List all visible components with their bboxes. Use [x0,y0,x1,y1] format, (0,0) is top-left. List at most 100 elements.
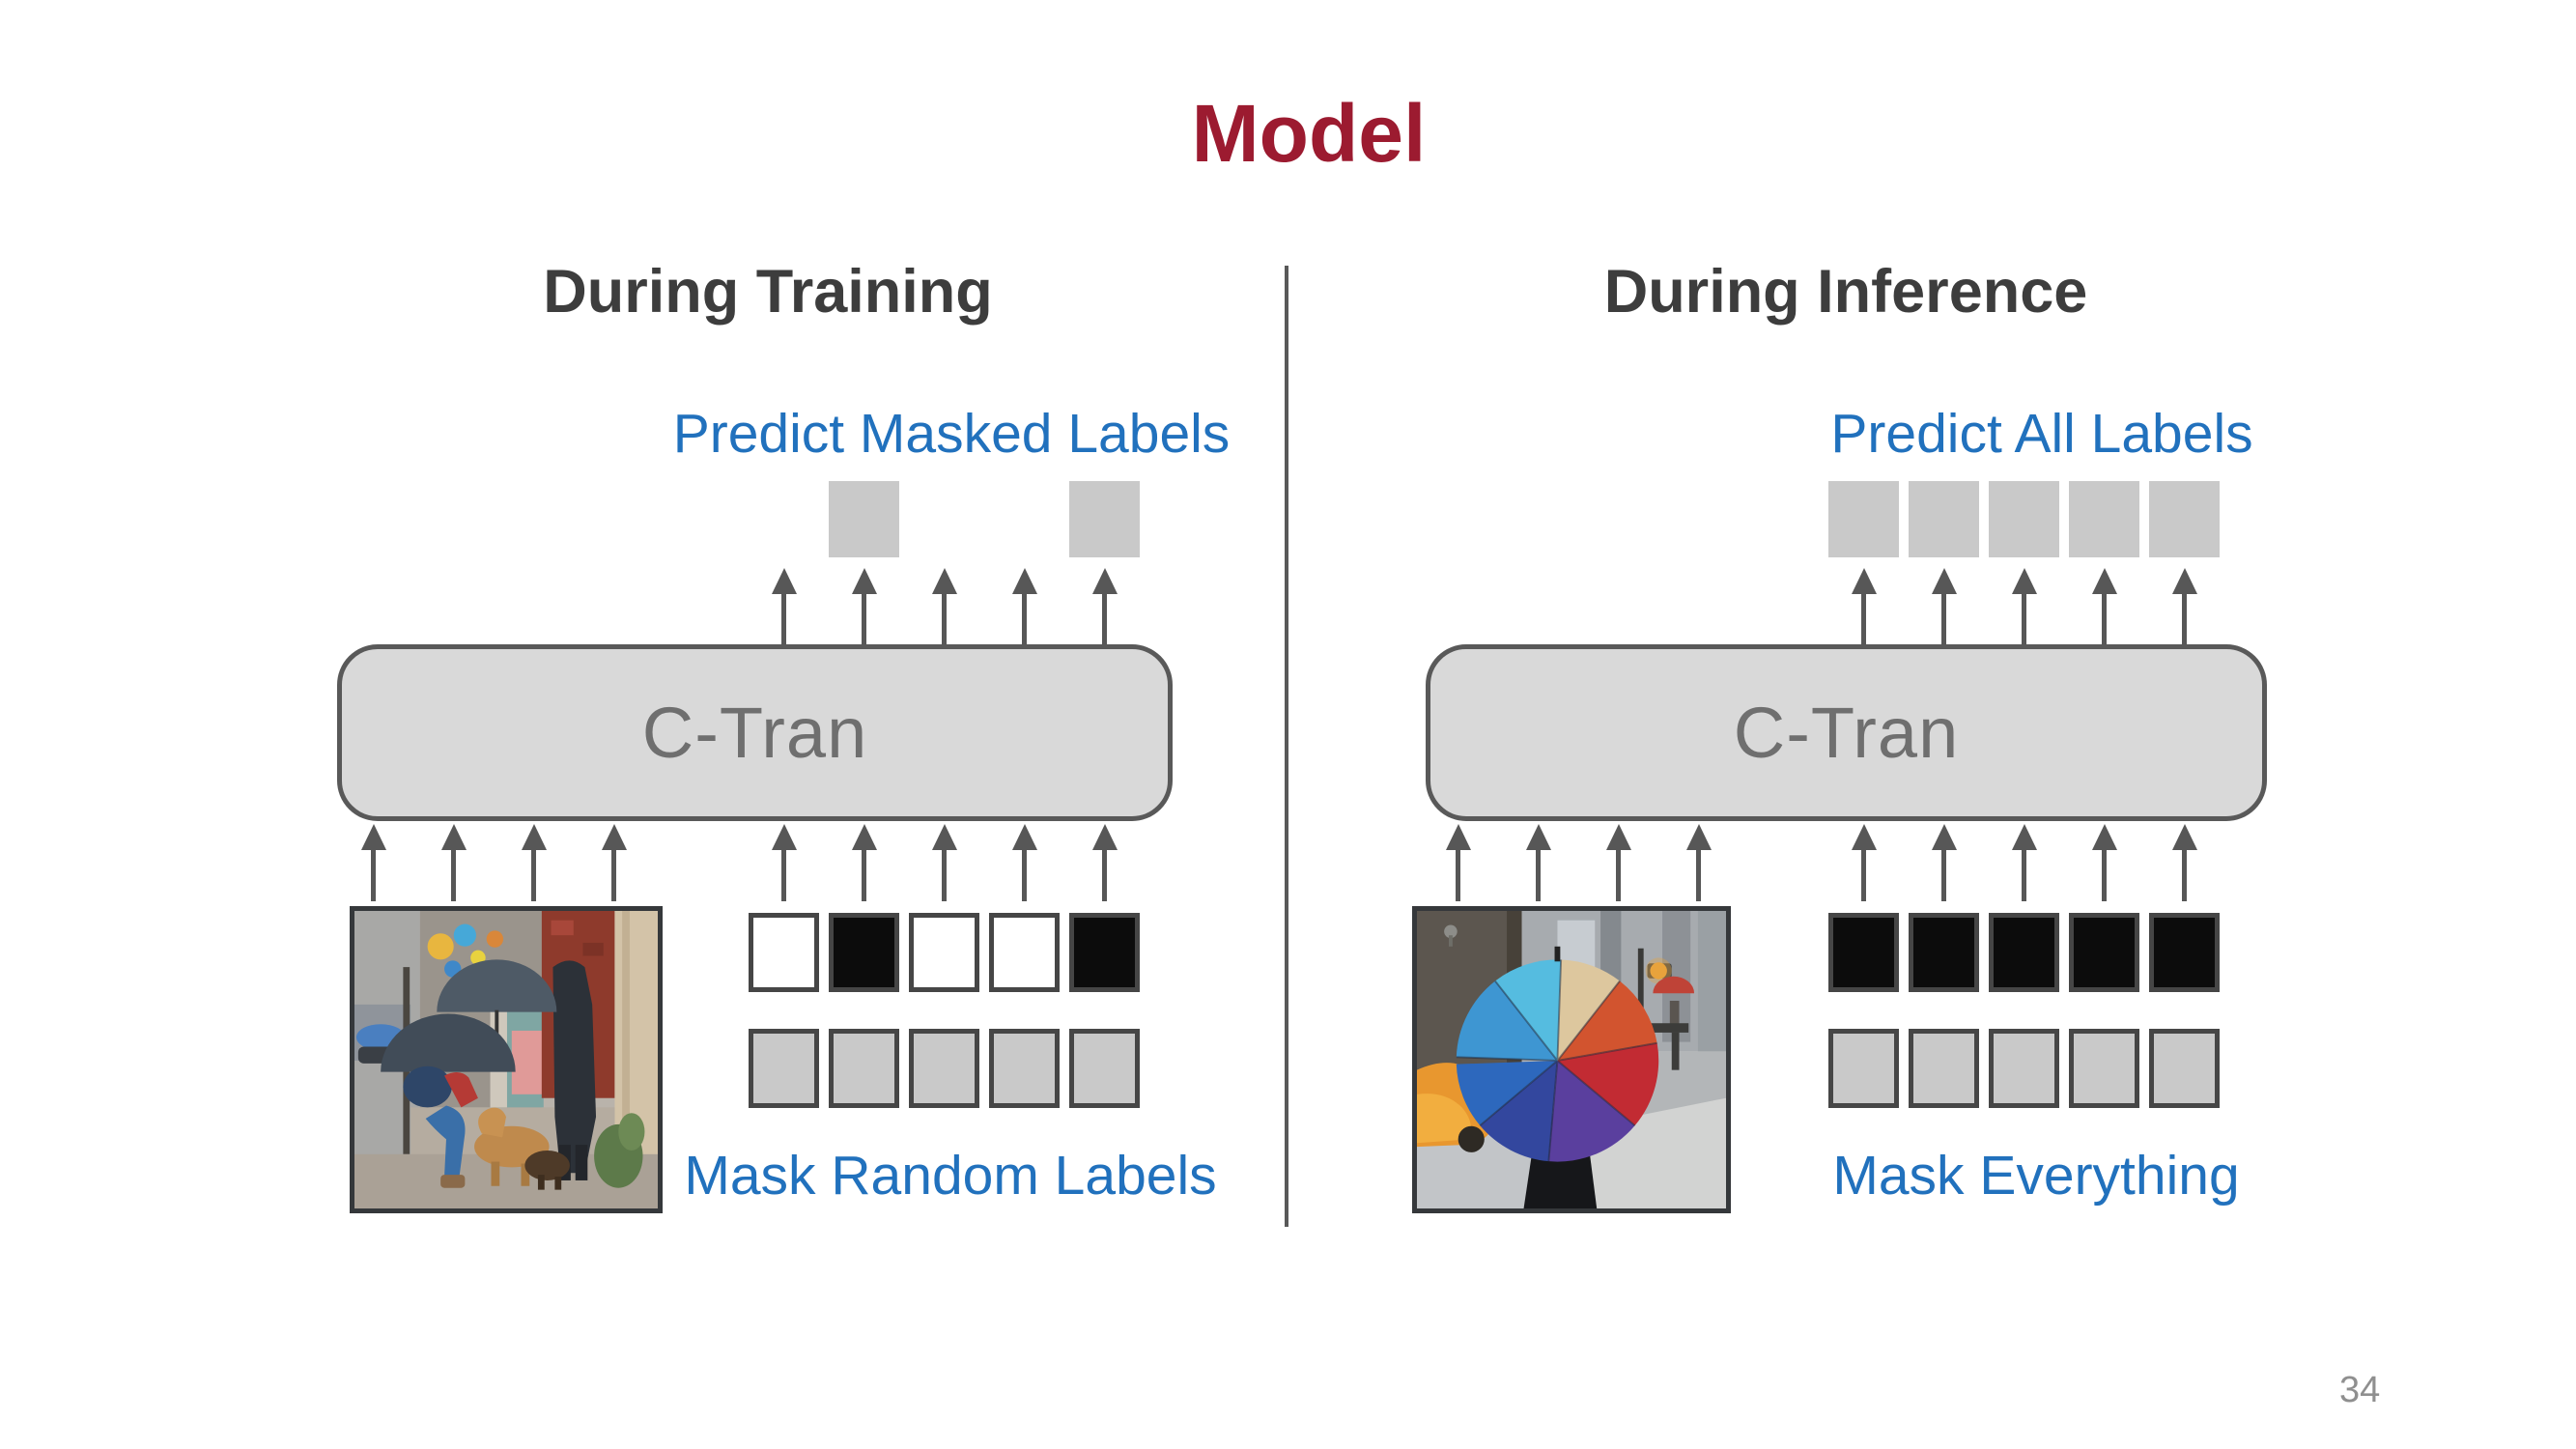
inference-state-tokens-row [1828,1029,2220,1108]
token-cell [829,1029,899,1108]
state-token-square [2069,1029,2139,1108]
label-token-square [989,913,1060,992]
inference-image-arrows-row [1423,824,1734,901]
prediction-square [829,481,899,557]
token-cell [989,913,1060,992]
token-cell [909,1029,979,1108]
up-arrow-icon [1011,568,1037,645]
arrow-cell [1828,568,1899,645]
token-cell [989,481,1060,557]
token-cell [749,1029,819,1108]
inference-photo-illustration [1417,911,1726,1208]
token-cell [2069,913,2139,992]
up-arrow-icon [2091,568,2117,645]
state-token-square [989,1029,1060,1108]
label-token-square [829,913,899,992]
up-arrow-icon [931,568,957,645]
up-arrow-icon [851,568,877,645]
up-arrow-icon [1445,824,1471,901]
arrow-cell [2069,824,2139,901]
training-photo [350,906,663,1213]
token-cell [1069,1029,1140,1108]
token-cell [1989,481,2059,557]
up-arrow-icon [521,824,547,901]
arrow-cell [1909,824,1979,901]
training-label-arrows-row [749,824,1140,901]
inference-label-tokens-row [1828,913,2220,992]
up-arrow-icon [1685,824,1712,901]
up-arrow-icon [2011,824,2037,901]
up-arrow-icon [1931,568,1957,645]
arrow-cell [989,568,1060,645]
up-arrow-icon [2171,824,2197,901]
arrow-cell [989,824,1060,901]
arrow-cell [2069,568,2139,645]
token-cell [2149,481,2220,557]
arrow-cell [1583,824,1654,901]
up-arrow-icon [2011,568,2037,645]
token-cell [829,913,899,992]
state-token-square [909,1029,979,1108]
token-cell [909,481,979,557]
up-arrow-icon [1931,824,1957,901]
up-arrow-icon [2091,824,2117,901]
slide-title: Model [1191,88,1427,179]
prediction-square [1909,481,1979,557]
arrow-cell [1989,568,2059,645]
state-token-square [1828,1029,1899,1108]
token-cell [2069,481,2139,557]
token-cell [1069,481,1140,557]
up-arrow-icon [601,824,627,901]
training-output-arrows-row [749,568,1140,645]
arrow-cell [338,824,409,901]
token-cell [1828,1029,1899,1108]
state-token-square [1989,1029,2059,1108]
up-arrow-icon [440,824,467,901]
token-cell [909,913,979,992]
state-token-square [829,1029,899,1108]
arrow-cell [829,824,899,901]
label-token-square [1828,913,1899,992]
label-token-square [2149,913,2220,992]
arrow-cell [1828,824,1899,901]
prediction-square [1828,481,1899,557]
page-number: 34 [2339,1370,2381,1410]
label-token-square [1909,913,1979,992]
inference-panel-header: During Inference [1603,258,2088,326]
arrow-cell [1503,824,1573,901]
up-arrow-icon [931,824,957,901]
up-arrow-icon [1605,824,1631,901]
inference-prediction-squares-row [1828,481,2220,557]
token-cell [2149,913,2220,992]
ctran-model-box: C-Tran [337,644,1173,821]
mask-everything-text: Mask Everything [1832,1145,2240,1207]
panel-divider-line [1285,266,1288,1227]
token-cell [2069,1029,2139,1108]
predict-masked-labels-text: Predict Masked Labels [672,403,1231,465]
inference-photo [1412,906,1731,1213]
token-cell [829,481,899,557]
up-arrow-icon [1091,568,1118,645]
arrow-cell [2149,568,2220,645]
up-arrow-icon [851,824,877,901]
token-cell [749,913,819,992]
prediction-square [1989,481,2059,557]
label-token-square [1989,913,2059,992]
inference-label-arrows-row [1828,824,2220,901]
up-arrow-icon [771,568,797,645]
arrow-cell [1069,568,1140,645]
up-arrow-icon [1091,824,1118,901]
token-cell [1828,481,1899,557]
prediction-square [2149,481,2220,557]
up-arrow-icon [360,824,386,901]
label-token-square [1069,913,1140,992]
arrow-cell [1663,824,1734,901]
up-arrow-icon [1851,568,1877,645]
token-cell [1989,913,2059,992]
training-state-tokens-row [749,1029,1140,1108]
predict-all-labels-text: Predict All Labels [1830,403,2253,465]
arrow-cell [579,824,649,901]
up-arrow-icon [1525,824,1551,901]
up-arrow-icon [771,824,797,901]
